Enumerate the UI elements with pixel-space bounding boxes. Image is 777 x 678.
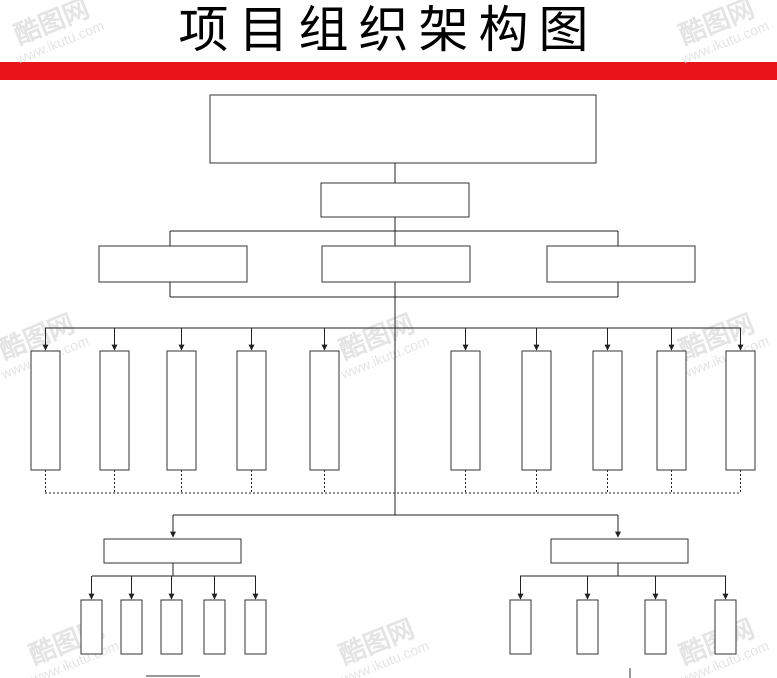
project-manager-box (320, 182, 470, 218)
team-box (30, 350, 61, 471)
department-box-right (546, 245, 696, 283)
team-box (521, 350, 552, 471)
connector-lines (45, 163, 741, 577)
department-box-left (98, 245, 248, 283)
team-box (309, 350, 340, 471)
team-boxes (30, 350, 756, 471)
subteam-box (576, 599, 599, 655)
chart-title: 项目组织架构图 (178, 1, 599, 59)
subteam-box (120, 599, 143, 655)
sub-department-box-left (103, 538, 242, 564)
subteam-arrows (88, 576, 729, 600)
team-box (99, 350, 130, 471)
team-box (166, 350, 197, 471)
team-box (236, 350, 267, 471)
team-box (725, 350, 756, 471)
subteam-box (244, 599, 267, 655)
sub-department-box-right (550, 538, 689, 564)
subteam-boxes (80, 599, 737, 655)
team-dotted-drops (45, 470, 741, 493)
subteam-box (644, 599, 667, 655)
subteam-box (160, 599, 183, 655)
title-accent-bar (0, 62, 777, 80)
subteam-box (203, 599, 226, 655)
team-box (656, 350, 687, 471)
department-box-center (321, 245, 471, 283)
subteam-box (509, 599, 532, 655)
team-box (450, 350, 481, 471)
team-arrows (42, 328, 744, 351)
top-management-box (209, 94, 597, 164)
subteam-box (80, 599, 103, 655)
subteam-box (714, 599, 737, 655)
team-box (592, 350, 623, 471)
